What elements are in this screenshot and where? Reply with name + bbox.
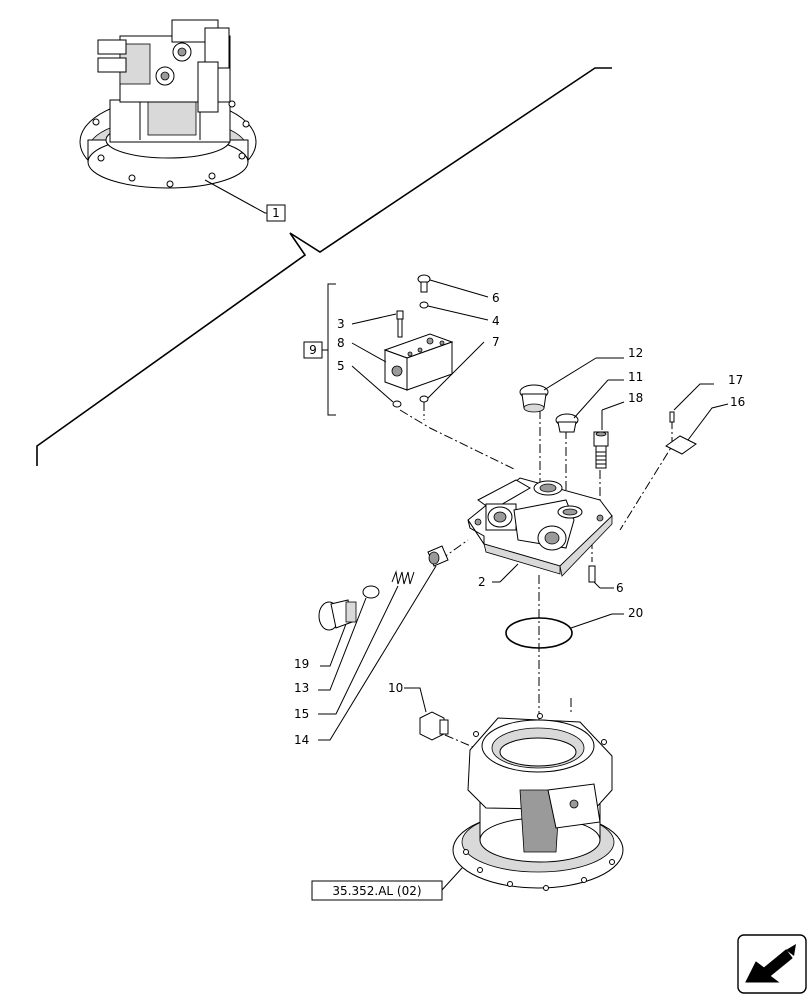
callout-14: 14 [294,733,309,747]
callout-12: 12 [628,346,643,360]
bolt-part-18 [593,431,609,469]
swing-motor-assembly-thumbnail [79,19,257,189]
pin-part-17 [669,411,675,423]
o-ring-part-7 [419,395,429,403]
callout-8: 8 [337,336,345,350]
callout-16: 16 [730,395,745,409]
reference-box[interactable] [311,880,443,901]
sleeve-part-14 [427,545,449,567]
callout-3: 3 [337,317,345,331]
screw-part-3 [396,310,404,338]
plug-part-11 [555,413,579,433]
callout-20: 20 [628,606,643,620]
callout-18: 18 [628,391,643,405]
callout-9: 9 [309,343,317,357]
gear-housing-part [452,713,624,891]
plug-part-19 [318,599,357,631]
screw-part-6-top [417,274,431,293]
callout-5: 5 [337,359,345,373]
callout-box-9 [303,341,323,359]
nameplate-part-16 [665,435,697,455]
callout-4: 4 [492,314,500,328]
callout-19: 19 [294,657,309,671]
callout-6-bottom: 6 [616,581,624,595]
spring-part-15 [391,570,415,585]
valve-housing-part-2 [467,477,613,577]
next-page-arrow-icon[interactable] [737,934,807,994]
callout-15: 15 [294,707,309,721]
callout-2: 2 [478,575,486,589]
callout-7: 7 [492,335,500,349]
o-ring-part-5 [392,400,402,408]
reference-link[interactable]: 35.352.AL (02) [332,884,421,898]
o-ring-part-4 [419,301,429,309]
o-ring-part-13 [362,585,380,599]
section-divider-line [36,67,612,466]
o-ring-part-20 [505,617,573,649]
fitting-part-10 [419,711,449,741]
callout-box-1 [266,204,286,222]
valve-block-part [383,333,454,391]
callout-10: 10 [388,681,403,695]
callout-6-top: 6 [492,291,500,305]
callout-11: 11 [628,370,643,384]
callout-17: 17 [728,373,743,387]
callout-13: 13 [294,681,309,695]
group-bracket [327,283,336,416]
pin-part-6-bottom [588,565,596,583]
callout-1: 1 [272,206,280,220]
plug-part-12 [519,384,549,413]
